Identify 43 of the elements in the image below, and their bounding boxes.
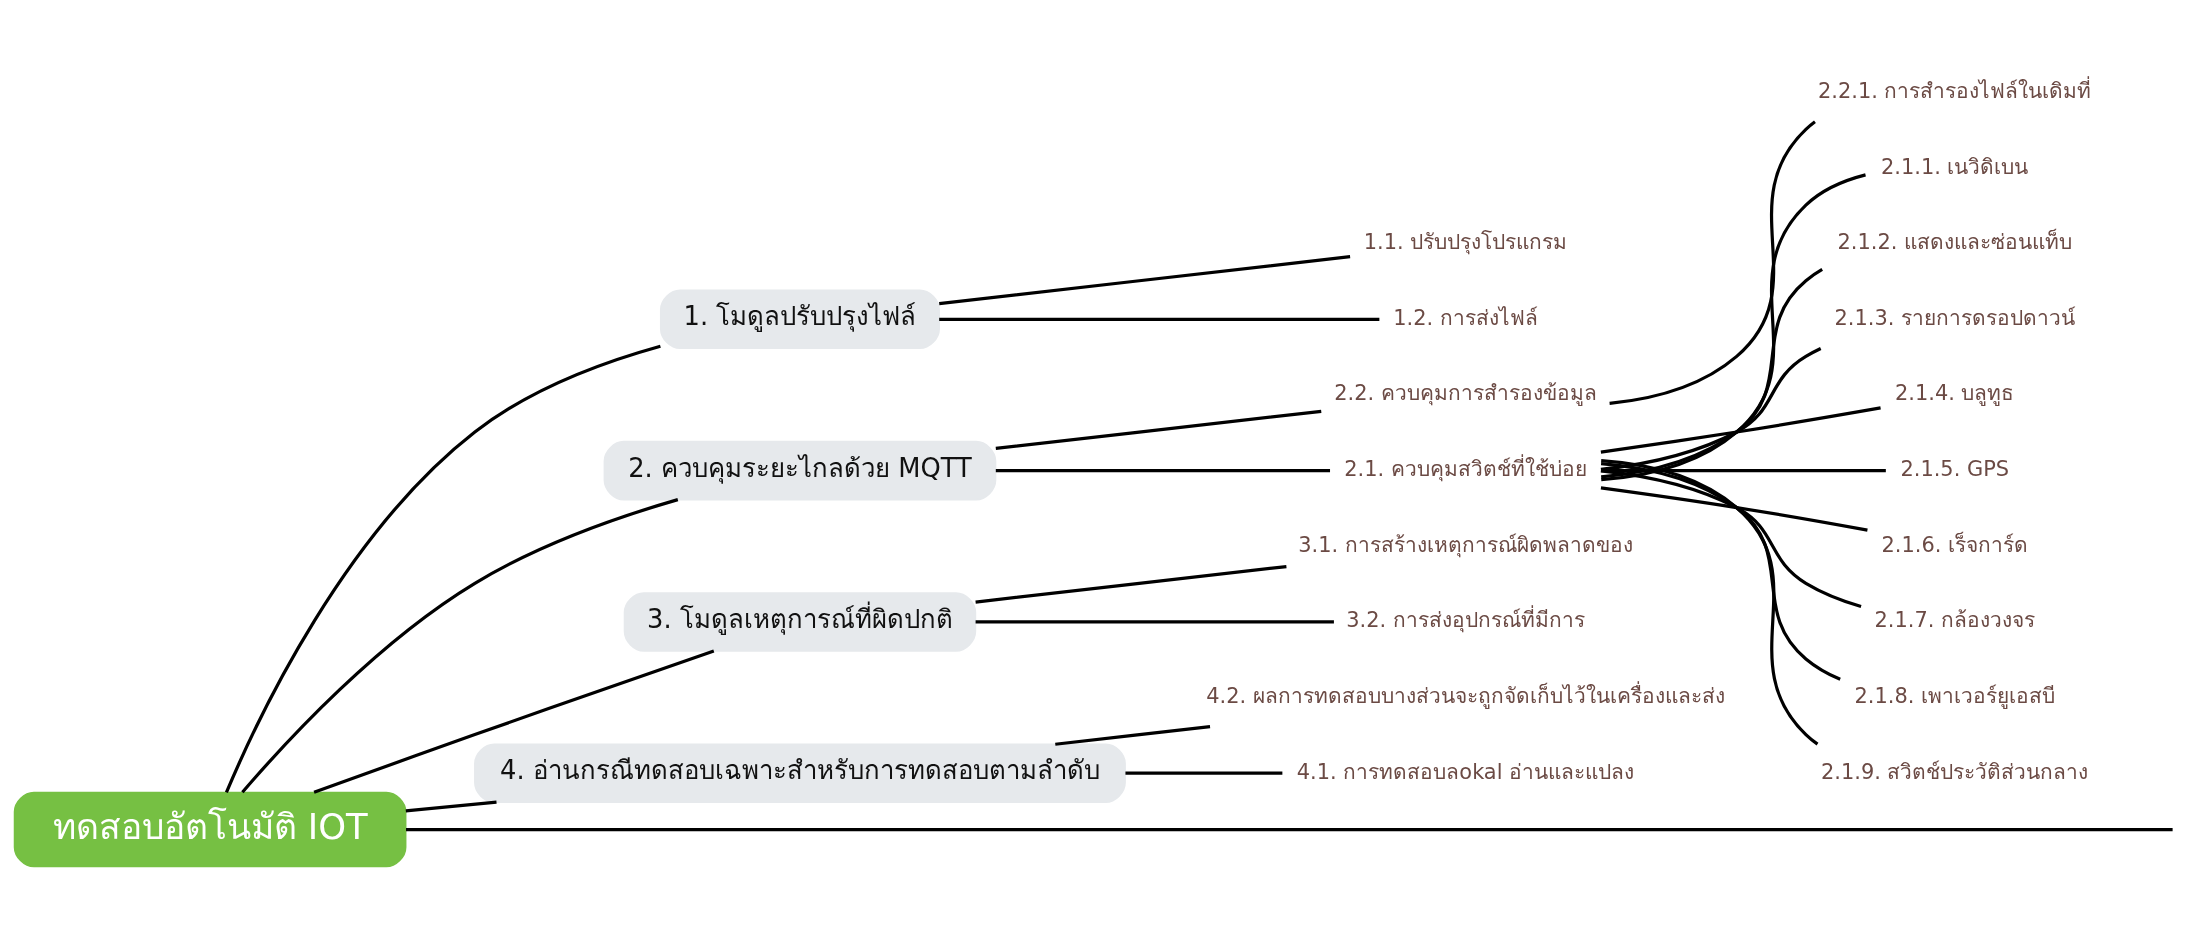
node-text: 3.1. การสร้างเหตุการณ์ผิดพลาดของ	[1298, 532, 1633, 557]
connector	[1125, 771, 1283, 775]
node-text: 2.1.8. เพาเวอร์ยูเอสบี	[1854, 684, 2056, 709]
node-box: ทดสอบอัตโนมัติ IOT	[13, 791, 407, 868]
node-text: 2.1.3. รายการดรอปดาวน์	[1834, 305, 2076, 330]
connector	[1600, 469, 1862, 608]
connector	[939, 317, 1380, 321]
node-box: 4. อ่านกรณีทดสอบเฉพาะสำหรับการทดสอบตามลำดับ	[474, 743, 1126, 803]
connector	[1600, 486, 1868, 532]
node-text: 4.1. การทดสอบลokal อ่านและแปลง	[1296, 759, 1635, 784]
node-box: 2. ควบคุมระยะไกลด้วย MQTT	[603, 440, 997, 501]
connector	[1600, 461, 1841, 681]
connector	[1600, 406, 1881, 454]
node-text: 1.2. การส่งไฟล์	[1393, 305, 1538, 330]
node-box: 1. โมดูลปรับปรุงไฟล์	[659, 289, 940, 350]
connector	[1601, 469, 1886, 473]
connector	[975, 564, 1287, 604]
node-text: 2.1.2. แสดงและซ่อนแท็บ	[1837, 230, 2073, 255]
connector	[224, 344, 661, 794]
node-text: 2.1.6. เร็จการ์ด	[1881, 532, 2029, 557]
connector	[313, 649, 715, 794]
node-text: 2.1.7. กล้องวงจร	[1874, 608, 2036, 633]
node-text: 2.1.5. GPS	[1900, 457, 2010, 482]
connector	[241, 498, 679, 794]
connector	[1055, 724, 1211, 746]
node-text: 2.2.1. การสำรองไฟล์ในเดิมที่	[1818, 78, 2092, 103]
connector	[995, 409, 1322, 451]
connector	[1609, 120, 1816, 405]
node-text: 1.1. ปรับปรุงโปรแกรม	[1363, 230, 1568, 255]
connector	[939, 255, 1351, 306]
node-text: 2.2. ควบคุมการสำรองข้อมูล	[1334, 381, 1597, 406]
node-text: 2.1.9. สวิตช์ประวัติส่วนกลาง	[1821, 759, 2089, 784]
node-text: 2.1.1. เนวิดิเบน	[1881, 154, 2029, 179]
node-box: 3. โมดูลเหตุการณ์ที่ผิดปกติ	[623, 592, 977, 652]
connector	[1601, 268, 1824, 479]
connector	[406, 827, 2173, 832]
connector	[995, 469, 1331, 473]
node-text: 2.1.4. บลูทูธ	[1895, 381, 2015, 406]
connector	[1600, 347, 1822, 472]
connector	[1601, 459, 1819, 746]
connector	[405, 800, 497, 813]
connector	[975, 620, 1334, 624]
connector	[1601, 173, 1866, 482]
